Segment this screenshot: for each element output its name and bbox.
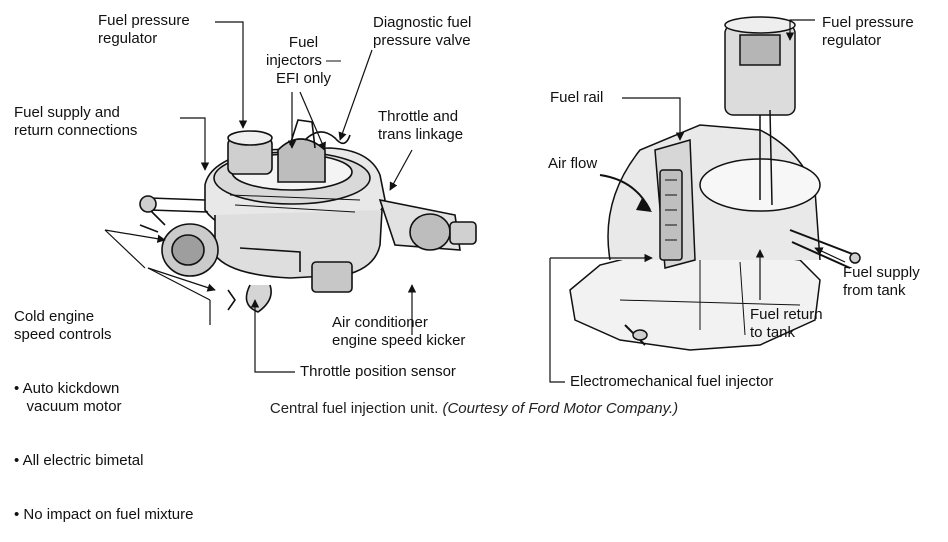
label-air-flow: Air flow bbox=[548, 155, 598, 172]
cold-engine-bullet-3: • No impact on fuel mixture bbox=[14, 506, 194, 523]
leader-lines-right bbox=[549, 19, 846, 383]
label-fuel-return-to-tank: Fuel return to tank bbox=[750, 306, 823, 341]
label-fuel-pressure-regulator-right: Fuel pressure regulator bbox=[822, 14, 914, 49]
diagram-canvas bbox=[104, 16, 861, 383]
figure-caption: Central fuel injection unit. (Courtesy o… bbox=[0, 400, 948, 417]
caption-main: Central fuel injection unit. bbox=[269, 400, 439, 417]
label-fuel-supply-return: Fuel supply and return connections bbox=[14, 104, 138, 139]
label-fuel-supply-from-tank: Fuel supply from tank bbox=[843, 264, 920, 299]
label-throttle-position-sensor: Throttle position sensor bbox=[300, 363, 456, 380]
label-ac-engine-speed-kicker: Air conditioner engine speed kicker bbox=[332, 314, 466, 349]
label-electromechanical-fuel-injector: Electromechanical fuel injector bbox=[570, 373, 774, 390]
cold-engine-bullet-2: • All electric bimetal bbox=[14, 452, 144, 469]
cold-engine-title: Cold engine speed controls bbox=[14, 308, 112, 343]
label-diagnostic-fuel-pressure-valve: Diagnostic fuel pressure valve bbox=[373, 14, 472, 49]
label-fuel-pressure-regulator-left: Fuel pressure regulator bbox=[98, 12, 190, 47]
label-fuel-injectors: Fuel injectors — EFI only bbox=[266, 34, 342, 87]
label-throttle-trans-linkage: Throttle and trans linkage bbox=[378, 108, 464, 143]
cold-engine-bullet-1: • Auto kickdown vacuum motor bbox=[14, 380, 122, 415]
caption-credit: (Courtesy of Ford Motor Company.) bbox=[442, 400, 679, 417]
cutaway-illustration bbox=[569, 16, 861, 351]
leader-lines-left bbox=[104, 21, 417, 373]
label-fuel-rail: Fuel rail bbox=[550, 89, 604, 106]
throttle-body-illustration bbox=[139, 119, 477, 313]
